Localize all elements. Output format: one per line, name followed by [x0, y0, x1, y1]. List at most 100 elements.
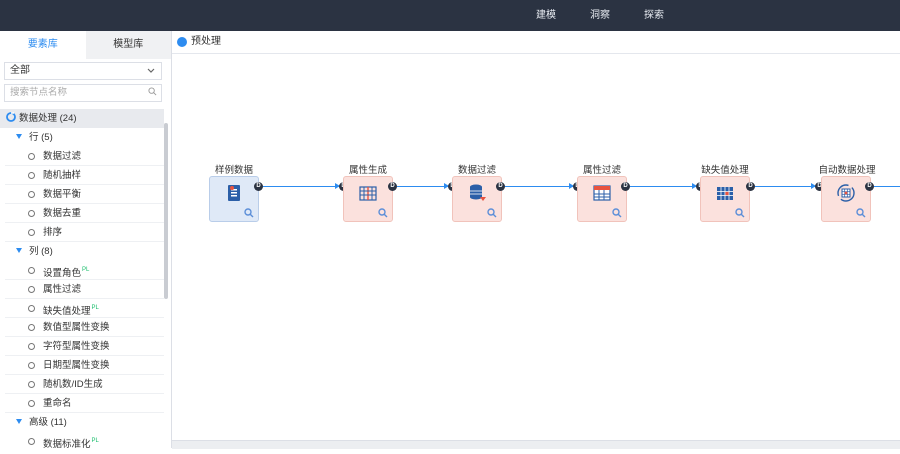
divider [5, 317, 164, 318]
tree-item[interactable]: 数据标准化PL [0, 432, 164, 451]
circle-icon [28, 362, 35, 369]
circle-icon [28, 400, 35, 407]
canvas-header: 预处理 [172, 31, 900, 54]
circle-icon [28, 172, 35, 179]
tree-item-label: 数据平衡 [43, 189, 82, 200]
pl-badge: PL [91, 438, 99, 444]
chevron-down-icon [147, 63, 155, 84]
tree-group-advanced[interactable]: 高级 (11) [0, 413, 164, 432]
group-label: 高级 (11) [29, 417, 67, 428]
arrow-icon [811, 183, 816, 189]
search-icon[interactable] [612, 208, 622, 218]
search-icon[interactable] [856, 208, 866, 218]
tree-item-label: 设置角色 [43, 268, 82, 279]
tree-item-label: 数据过滤 [43, 151, 82, 162]
output-port[interactable]: D [865, 182, 874, 191]
filter-select[interactable]: 全部 [4, 62, 162, 80]
tree-group-rows[interactable]: 行 (5) [0, 128, 164, 147]
tree-item-label: 随机抽样 [43, 170, 82, 181]
tree-item[interactable]: 随机数/ID生成 [0, 375, 164, 394]
edge [505, 186, 573, 187]
search-placeholder: 搜索节点名称 [10, 87, 68, 98]
search-input[interactable]: 搜索节点名称 [4, 84, 162, 102]
tree-item[interactable]: 数值型属性变换 [0, 318, 164, 337]
output-port[interactable]: D [496, 182, 505, 191]
process-icon [177, 37, 187, 47]
caret-down-icon [16, 419, 22, 424]
workflow-node-data-filter[interactable] [452, 176, 502, 222]
tree-item-label: 随机数/ID生成 [43, 379, 103, 390]
tree-item-label: 数据去重 [43, 208, 82, 219]
circle-icon [28, 153, 35, 160]
tree-item[interactable]: 数据去重 [0, 204, 164, 223]
tree-group-columns[interactable]: 列 (8) [0, 242, 164, 261]
circle-icon [28, 305, 35, 312]
arrow-icon [692, 183, 697, 189]
workflow-node-attribute-generation[interactable] [343, 176, 393, 222]
tab-element-library[interactable]: 要素库 [0, 31, 86, 59]
nav-modeling[interactable]: 建模 [536, 10, 556, 21]
tree-item[interactable]: 设置角色PL [0, 261, 164, 280]
workflow-node-sample-data[interactable] [209, 176, 259, 222]
top-navigation-bar: 建模 洞察 探索 [0, 0, 900, 31]
edge [263, 186, 339, 187]
tree-item[interactable]: 数据平衡 [0, 185, 164, 204]
tree-item[interactable]: 日期型属性变换 [0, 356, 164, 375]
circle-icon [28, 267, 35, 274]
circle-icon [28, 210, 35, 217]
search-icon[interactable] [735, 208, 745, 218]
search-icon [148, 87, 157, 96]
caret-down-icon [16, 134, 22, 139]
tree-item[interactable]: 排序 [0, 223, 164, 242]
workflow-node-missing-value[interactable] [700, 176, 750, 222]
refresh-circle-icon [6, 112, 16, 122]
filter-select-value: 全部 [10, 65, 30, 76]
group-label: 行 (5) [29, 132, 53, 143]
caret-down-icon [16, 248, 22, 253]
sidebar-tabs: 要素库 模型库 [0, 31, 171, 59]
node-label: 自动数据处理 [818, 165, 876, 176]
edge [397, 186, 448, 187]
tab-model-library[interactable]: 模型库 [85, 31, 171, 59]
nav-insight[interactable]: 洞察 [590, 10, 610, 21]
output-port[interactable]: D [388, 182, 397, 191]
output-port[interactable]: D [621, 182, 630, 191]
workflow-canvas[interactable]: 样例数据 D 属性生成 D D 数据过滤 D D 属性过滤 D D 缺失值处理 … [172, 54, 900, 440]
tree-item[interactable]: 随机抽样 [0, 166, 164, 185]
search-icon[interactable] [487, 208, 497, 218]
divider [5, 412, 164, 413]
arrow-icon [335, 183, 340, 189]
search-icon[interactable] [244, 208, 254, 218]
circle-icon [28, 343, 35, 350]
tree-item-label: 数值型属性变换 [43, 322, 110, 333]
tree-item[interactable]: 字符型属性变换 [0, 337, 164, 356]
circle-icon [28, 438, 35, 445]
database-filter-icon [470, 184, 486, 201]
canvas-title: 预处理 [191, 36, 221, 47]
search-icon[interactable] [378, 208, 388, 218]
divider [5, 165, 164, 166]
tree-item[interactable]: 数据过滤 [0, 147, 164, 166]
workflow-node-attribute-filter[interactable] [577, 176, 627, 222]
circle-icon [28, 191, 35, 198]
tree-item[interactable]: 缺失值处理PL [0, 299, 164, 318]
tree-category-data-processing[interactable]: 数据处理 (24) [0, 109, 164, 128]
output-port[interactable]: D [746, 182, 755, 191]
arrow-icon [444, 183, 449, 189]
sidebar-scrollbar[interactable] [164, 123, 168, 299]
pl-badge: PL [91, 305, 99, 311]
output-port[interactable]: D [254, 182, 263, 191]
canvas-horizontal-scrollbar[interactable] [172, 440, 900, 449]
auto-process-icon [837, 184, 855, 202]
tree-item-label: 字符型属性变换 [43, 341, 110, 352]
divider [5, 203, 164, 204]
nav-explore[interactable]: 探索 [644, 10, 664, 21]
workflow-node-auto-processing[interactable] [821, 176, 871, 222]
input-port[interactable]: D [815, 182, 824, 191]
tree-item-label: 缺失值处理 [43, 306, 91, 317]
tree-item-label: 重命名 [43, 398, 72, 409]
tree-item[interactable]: 属性过滤 [0, 280, 164, 299]
tree-item-label: 属性过滤 [43, 284, 82, 295]
tree-item[interactable]: 重命名 [0, 394, 164, 413]
circle-icon [28, 381, 35, 388]
